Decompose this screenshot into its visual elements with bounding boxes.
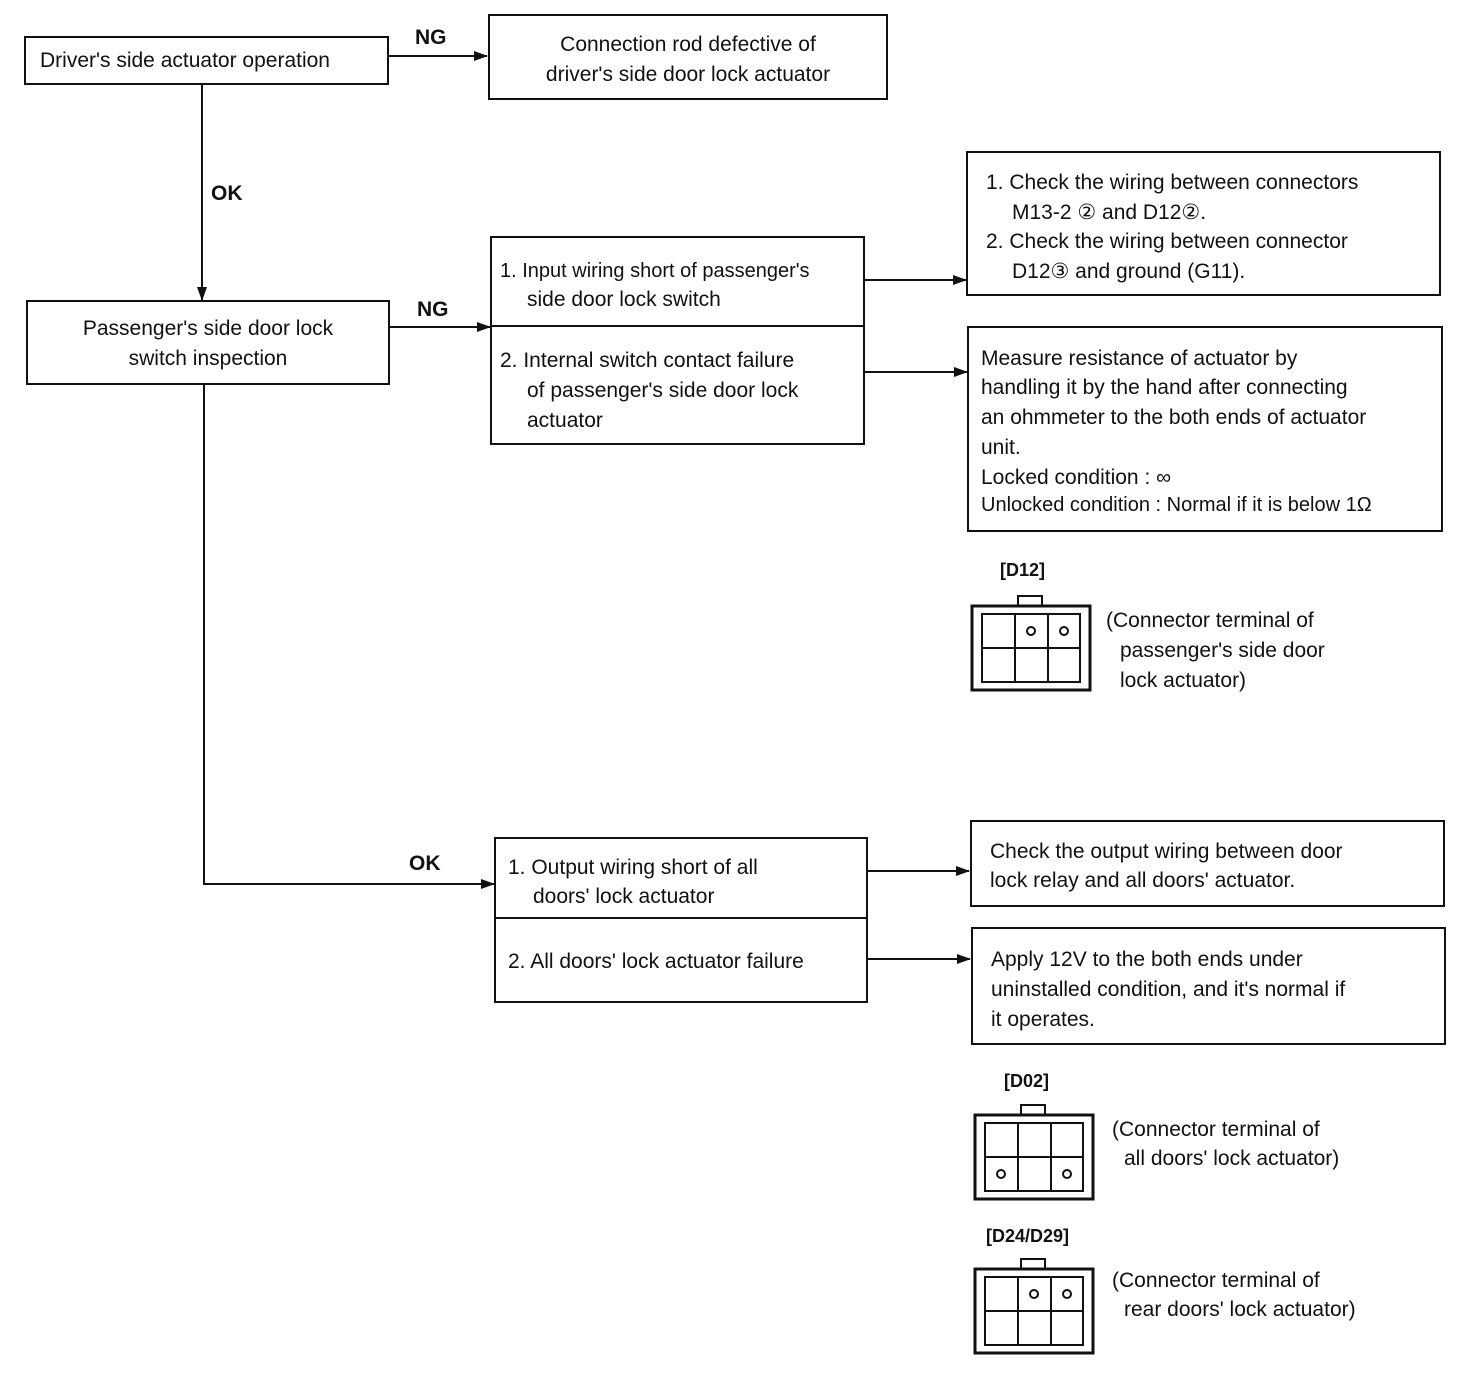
divider — [496, 917, 866, 919]
cause-input-wiring-short: 1. Input wiring short of passenger's — [500, 260, 810, 282]
node-passenger-ng-causes: 1. Input wiring short of passenger's sid… — [490, 236, 865, 445]
cause-all-doors-actuator-failure: 2. All doors' lock actuator failure — [508, 950, 804, 973]
node-check-wiring: 1. Check the wiring between connectors M… — [966, 151, 1441, 296]
node-connection-rod-defective: Connection rod defective of driver's sid… — [488, 14, 888, 100]
connector-desc-d02: (Connector terminal of — [1112, 1118, 1320, 1141]
connector-desc-d12: (Connector terminal of — [1106, 609, 1314, 632]
edge-label-ng: NG — [415, 26, 447, 49]
cause-output-wiring-short: 1. Output wiring short of all — [508, 856, 758, 879]
connector-desc-d24-d29: (Connector terminal of — [1112, 1269, 1320, 1292]
edge-label-ok: OK — [211, 182, 243, 205]
connector-d02-diagram — [973, 1104, 1095, 1201]
edge-label-ok: OK — [409, 852, 441, 875]
node-check-output-wiring: Check the output wiring between door loc… — [970, 820, 1445, 907]
cause-internal-contact-failure: 2. Internal switch contact failure — [500, 349, 795, 372]
node-measure-resistance: Measure resistance of actuator by handli… — [967, 326, 1443, 532]
connector-d24-d29-diagram — [973, 1258, 1095, 1355]
connector-label-d24-d29: [D24/D29] — [986, 1226, 1070, 1246]
edge-label-ng: NG — [417, 298, 449, 321]
node-all-doors-causes: 1. Output wiring short of all doors' loc… — [494, 837, 868, 1003]
connector-d12-diagram — [970, 595, 1092, 692]
node-driver-actuator-operation: Driver's side actuator operation — [24, 36, 389, 85]
node-passenger-switch-inspection: Passenger's side door lock switch inspec… — [26, 300, 390, 385]
connector-label-d12: [D12] — [1000, 560, 1046, 580]
divider — [492, 325, 863, 327]
connector-label-d02: [D02] — [1004, 1071, 1050, 1091]
arrow-ok-passenger — [203, 385, 495, 889]
node-apply-12v: Apply 12V to the both ends under uninsta… — [971, 927, 1446, 1045]
